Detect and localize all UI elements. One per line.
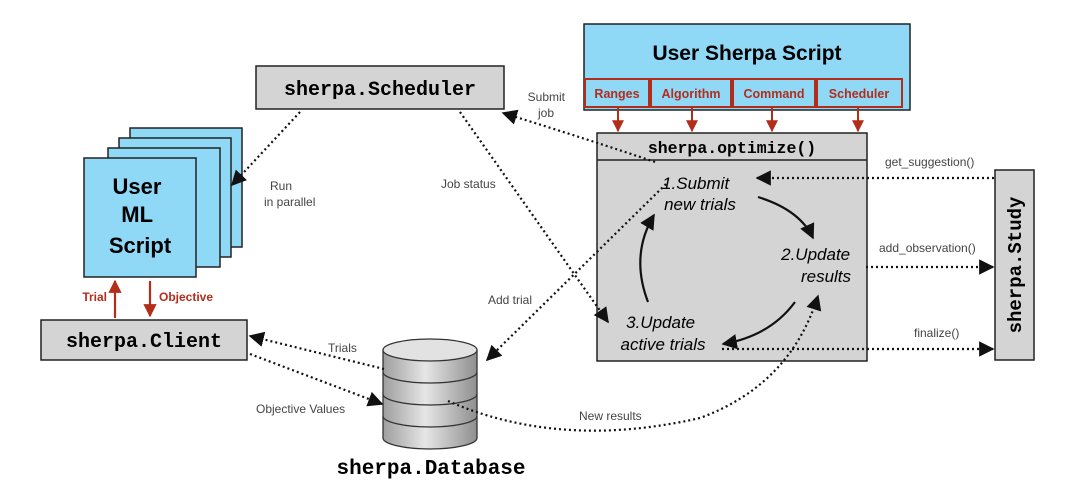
param-command: Command	[732, 78, 816, 108]
optimize-box: sherpa.optimize() 1.Submit new trials 2.…	[596, 132, 868, 362]
edge-objective-values	[249, 352, 384, 407]
user-ml-script-label: User ML Script	[109, 174, 172, 258]
label-objective-values: Objective Values	[256, 402, 345, 416]
edge-trials	[248, 331, 385, 371]
study-label: sherpa.Study	[1005, 196, 1027, 333]
label-submit-job: Submit job	[528, 90, 569, 120]
scheduler-box: sherpa.Scheduler	[255, 65, 505, 110]
step-update-results: 2.Update results	[780, 245, 855, 286]
client-box: sherpa.Client	[40, 319, 248, 361]
label-finalize: finalize()	[914, 326, 959, 340]
dotted-edges	[230, 109, 995, 432]
label-job-status: Job status	[441, 177, 496, 191]
client-label: sherpa.Client	[66, 331, 222, 354]
client-ml-arrows: Trial Objective	[82, 279, 213, 318]
study-box: sherpa.Study	[994, 169, 1035, 361]
database-label: sherpa.Database	[336, 458, 525, 481]
user-sherpa-script-box: User Sherpa Script Ranges Algorithm Comm…	[583, 23, 911, 133]
user-ml-script-stack: User ML Script	[83, 127, 243, 278]
edge-run-in-parallel	[230, 111, 301, 187]
scheduler-label: sherpa.Scheduler	[284, 79, 476, 102]
param-ranges: Ranges	[584, 78, 650, 108]
cycle-arrow-2-to-3	[721, 301, 796, 350]
cycle-arrow-3-to-1	[639, 213, 655, 303]
edge-labels: Submit job Run in parallel Job status Ad…	[256, 90, 976, 423]
label-get-suggestion: get_suggestion()	[885, 155, 974, 169]
edge-add-trial	[485, 183, 667, 362]
edge-job-status	[459, 111, 609, 324]
svg-text:Command: Command	[743, 87, 804, 101]
param-scheduler: Scheduler	[816, 78, 903, 108]
edge-submit-job	[501, 109, 656, 164]
param-algorithm: Algorithm	[650, 78, 732, 108]
user-sherpa-script-title: User Sherpa Script	[652, 42, 841, 65]
database-cylinder	[382, 338, 478, 450]
optimize-label: sherpa.optimize()	[648, 139, 816, 158]
step-submit-new-trials: 1.Submit new trials	[662, 174, 736, 214]
svg-text:Algorithm: Algorithm	[661, 87, 720, 101]
step-update-active-trials: 3.Update active trials	[620, 313, 706, 354]
cycle-arrow-1-to-2	[757, 195, 815, 240]
svg-text:Ranges: Ranges	[594, 87, 639, 101]
label-new-results: New results	[579, 409, 642, 423]
svg-text:Scheduler: Scheduler	[829, 87, 890, 101]
label-run-in-parallel: Run in parallel	[264, 179, 315, 209]
label-add-trial: Add trial	[488, 293, 532, 307]
label-trials: Trials	[328, 341, 357, 355]
trial-label: Trial	[82, 290, 107, 304]
objective-label: Objective	[159, 290, 213, 304]
label-add-observation: add_observation()	[879, 241, 976, 255]
